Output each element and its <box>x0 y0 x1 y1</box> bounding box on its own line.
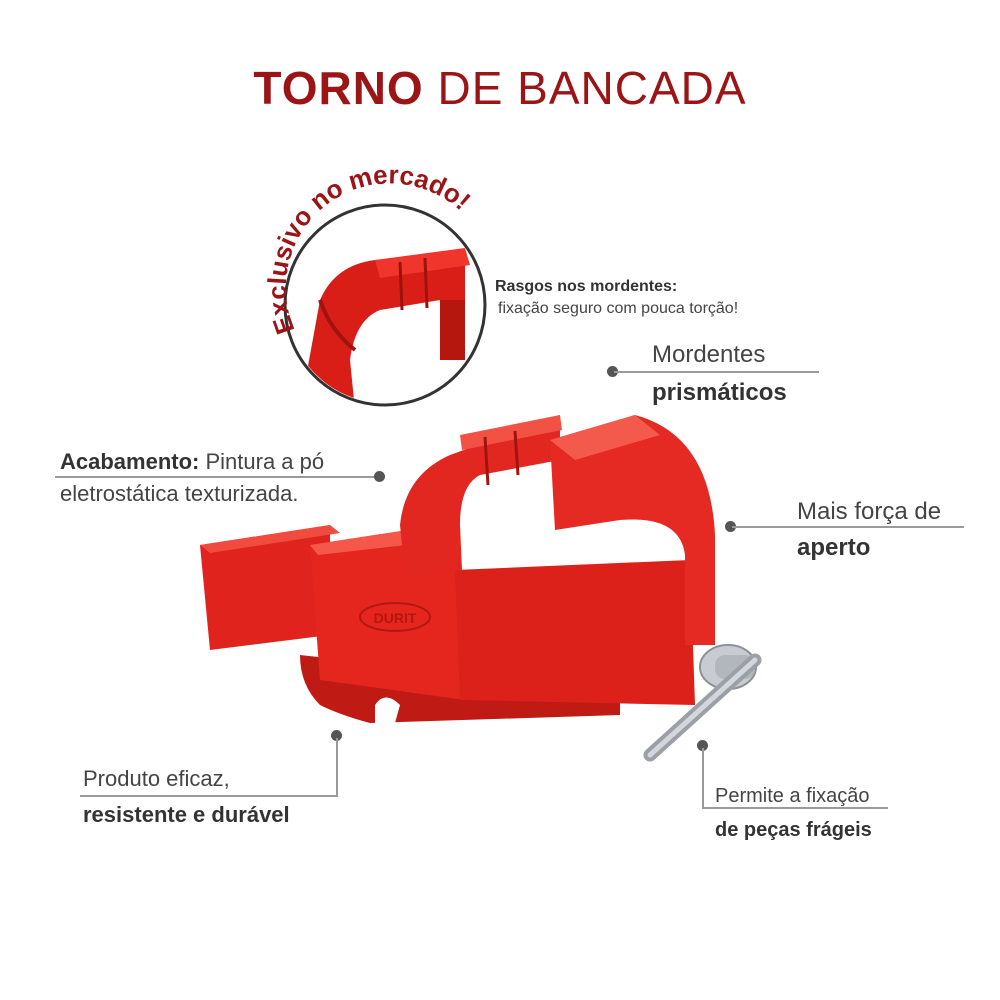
acabamento-text1: Pintura a pó <box>199 449 325 474</box>
mordentes-line1: Mordentes <box>652 341 766 368</box>
fixacao-line2: de peças frágeis <box>715 819 872 841</box>
callout-forca: Mais força de aperto <box>797 497 941 563</box>
vise-illustration: DURIT <box>200 415 762 762</box>
produto-line2: resistente e durável <box>83 802 290 827</box>
acabamento-text2: eletrostática texturizada. <box>60 481 299 506</box>
produto-hline <box>80 795 338 797</box>
mordentes-line2: prismáticos <box>652 379 787 406</box>
acabamento-line <box>55 476 377 478</box>
callout-fixacao: Permite a fixação de peças frágeis <box>715 781 872 845</box>
produto-vline <box>336 738 338 796</box>
forca-line2: aperto <box>797 534 871 561</box>
title-light: DE BANCADA <box>437 62 747 114</box>
acabamento-dot <box>374 471 385 482</box>
vise-body <box>455 560 695 705</box>
forca-dot <box>725 521 736 532</box>
brand-stamp: DURIT <box>374 610 417 626</box>
produto-line1: Produto eficaz, <box>83 766 230 791</box>
left-jaw <box>400 415 560 575</box>
callout-acabamento: Acabamento: Pintura a pó eletrostática t… <box>60 447 324 509</box>
fixacao-hline <box>702 807 888 809</box>
forca-line1: Mais força de <box>797 498 942 525</box>
forca-line <box>732 526 964 528</box>
rasgos-heading: Rasgos nos mordentes: <box>495 278 678 295</box>
vise-handle <box>643 644 762 762</box>
produto-dot <box>331 730 342 741</box>
page-title: TORNO DE BANCADA <box>0 58 1000 118</box>
jaw-closeup <box>300 248 470 403</box>
rasgos-text: fixação seguro com pouca torção! <box>498 300 739 317</box>
mordentes-line <box>614 371 819 373</box>
slide-bar <box>200 525 330 650</box>
zoom-circle: Exclusivo no mercado! <box>262 159 487 407</box>
callout-mordentes: Mordentes prismáticos <box>652 340 787 408</box>
right-jaw <box>550 415 715 645</box>
fixacao-dot <box>697 740 708 751</box>
title-bold: TORNO <box>253 62 424 114</box>
mordentes-dot <box>607 366 618 377</box>
callout-rasgos: Rasgos nos mordentes: fixação seguro com… <box>495 276 738 320</box>
fixacao-vline <box>702 748 704 808</box>
callout-produto: Produto eficaz, resistente e durável <box>83 764 290 830</box>
fixacao-line1: Permite a fixação <box>715 785 870 807</box>
acabamento-label: Acabamento: <box>60 449 200 474</box>
